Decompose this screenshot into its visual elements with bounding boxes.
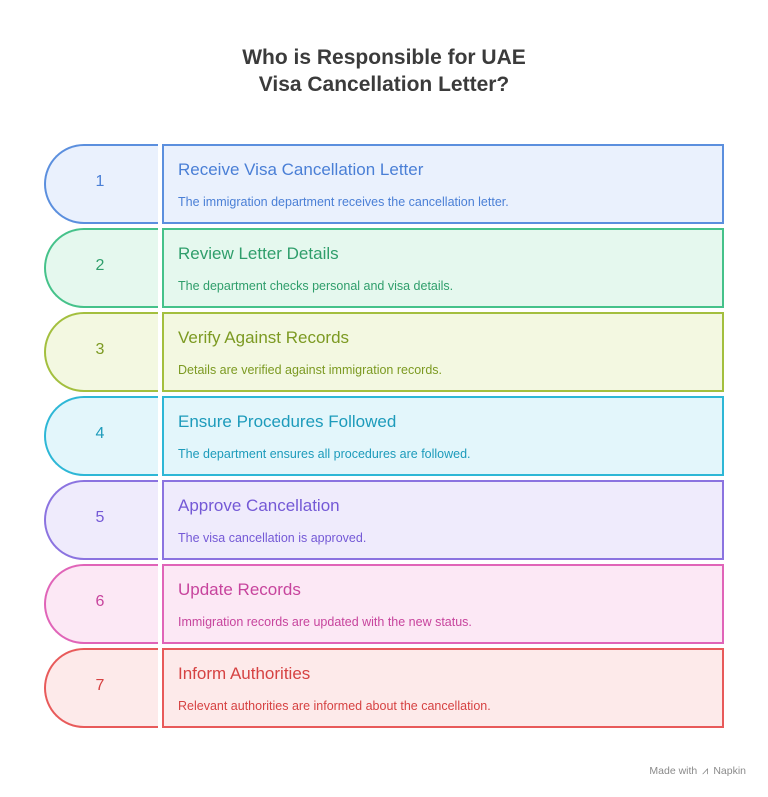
step-card: Update Records Immigration records are u… xyxy=(162,564,724,644)
step-number-badge xyxy=(44,228,158,308)
step-7: 7 Inform Authorities Relevant authoritie… xyxy=(44,648,724,728)
step-description: The visa cancellation is approved. xyxy=(178,531,367,545)
step-number: 2 xyxy=(95,257,105,274)
step-title: Receive Visa Cancellation Letter xyxy=(178,160,424,179)
made-with-label: Made with xyxy=(649,765,698,777)
step-3: 3 Verify Against Records Details are ver… xyxy=(44,312,724,392)
title-line-1: Who is Responsible for UAE xyxy=(242,46,526,69)
step-description: The department ensures all procedures ar… xyxy=(178,447,471,461)
step-description: The immigration department receives the … xyxy=(178,195,509,209)
step-title: Ensure Procedures Followed xyxy=(178,412,397,431)
step-number-badge xyxy=(44,312,158,392)
step-number: 1 xyxy=(95,173,105,190)
step-description: Details are verified against immigration… xyxy=(178,363,442,377)
steps-list: 1 Receive Visa Cancellation Letter The i… xyxy=(44,144,724,732)
step-title: Update Records xyxy=(178,580,301,599)
step-card: Receive Visa Cancellation Letter The imm… xyxy=(162,144,724,224)
step-description: Relevant authorities are informed about … xyxy=(178,699,491,713)
step-6: 6 Update Records Immigration records are… xyxy=(44,564,724,644)
step-number: 5 xyxy=(95,509,105,526)
step-card: Approve Cancellation The visa cancellati… xyxy=(162,480,724,560)
step-number: 3 xyxy=(95,341,105,358)
step-card: Verify Against Records Details are verif… xyxy=(162,312,724,392)
step-number: 6 xyxy=(95,593,105,610)
step-number-badge xyxy=(44,396,158,476)
made-with-footer[interactable]: Made with ⩘ Napkin xyxy=(649,765,746,778)
step-1: 1 Receive Visa Cancellation Letter The i… xyxy=(44,144,724,224)
step-number: 7 xyxy=(95,677,105,694)
title-line-2: Visa Cancellation Letter? xyxy=(258,73,510,96)
step-number-badge xyxy=(44,144,158,224)
page-title: Who is Responsible for UAE Visa Cancella… xyxy=(0,44,768,98)
step-card: Ensure Procedures Followed The departmen… xyxy=(162,396,724,476)
step-number: 4 xyxy=(95,425,105,442)
step-4: 4 Ensure Procedures Followed The departm… xyxy=(44,396,724,476)
step-5: 5 Approve Cancellation The visa cancella… xyxy=(44,480,724,560)
step-title: Review Letter Details xyxy=(178,244,339,263)
step-number-badge xyxy=(44,480,158,560)
napkin-brand-label: Napkin xyxy=(713,765,746,777)
napkin-logo-icon: ⩘ xyxy=(702,765,709,777)
step-card: Inform Authorities Relevant authorities … xyxy=(162,648,724,728)
step-2: 2 Review Letter Details The department c… xyxy=(44,228,724,308)
step-number-badge xyxy=(44,648,158,728)
step-title: Verify Against Records xyxy=(178,328,350,347)
step-title: Approve Cancellation xyxy=(178,496,340,515)
step-description: The department checks personal and visa … xyxy=(178,279,454,293)
step-card: Review Letter Details The department che… xyxy=(162,228,724,308)
step-title: Inform Authorities xyxy=(178,664,311,683)
step-description: Immigration records are updated with the… xyxy=(178,615,472,629)
step-number-badge xyxy=(44,564,158,644)
